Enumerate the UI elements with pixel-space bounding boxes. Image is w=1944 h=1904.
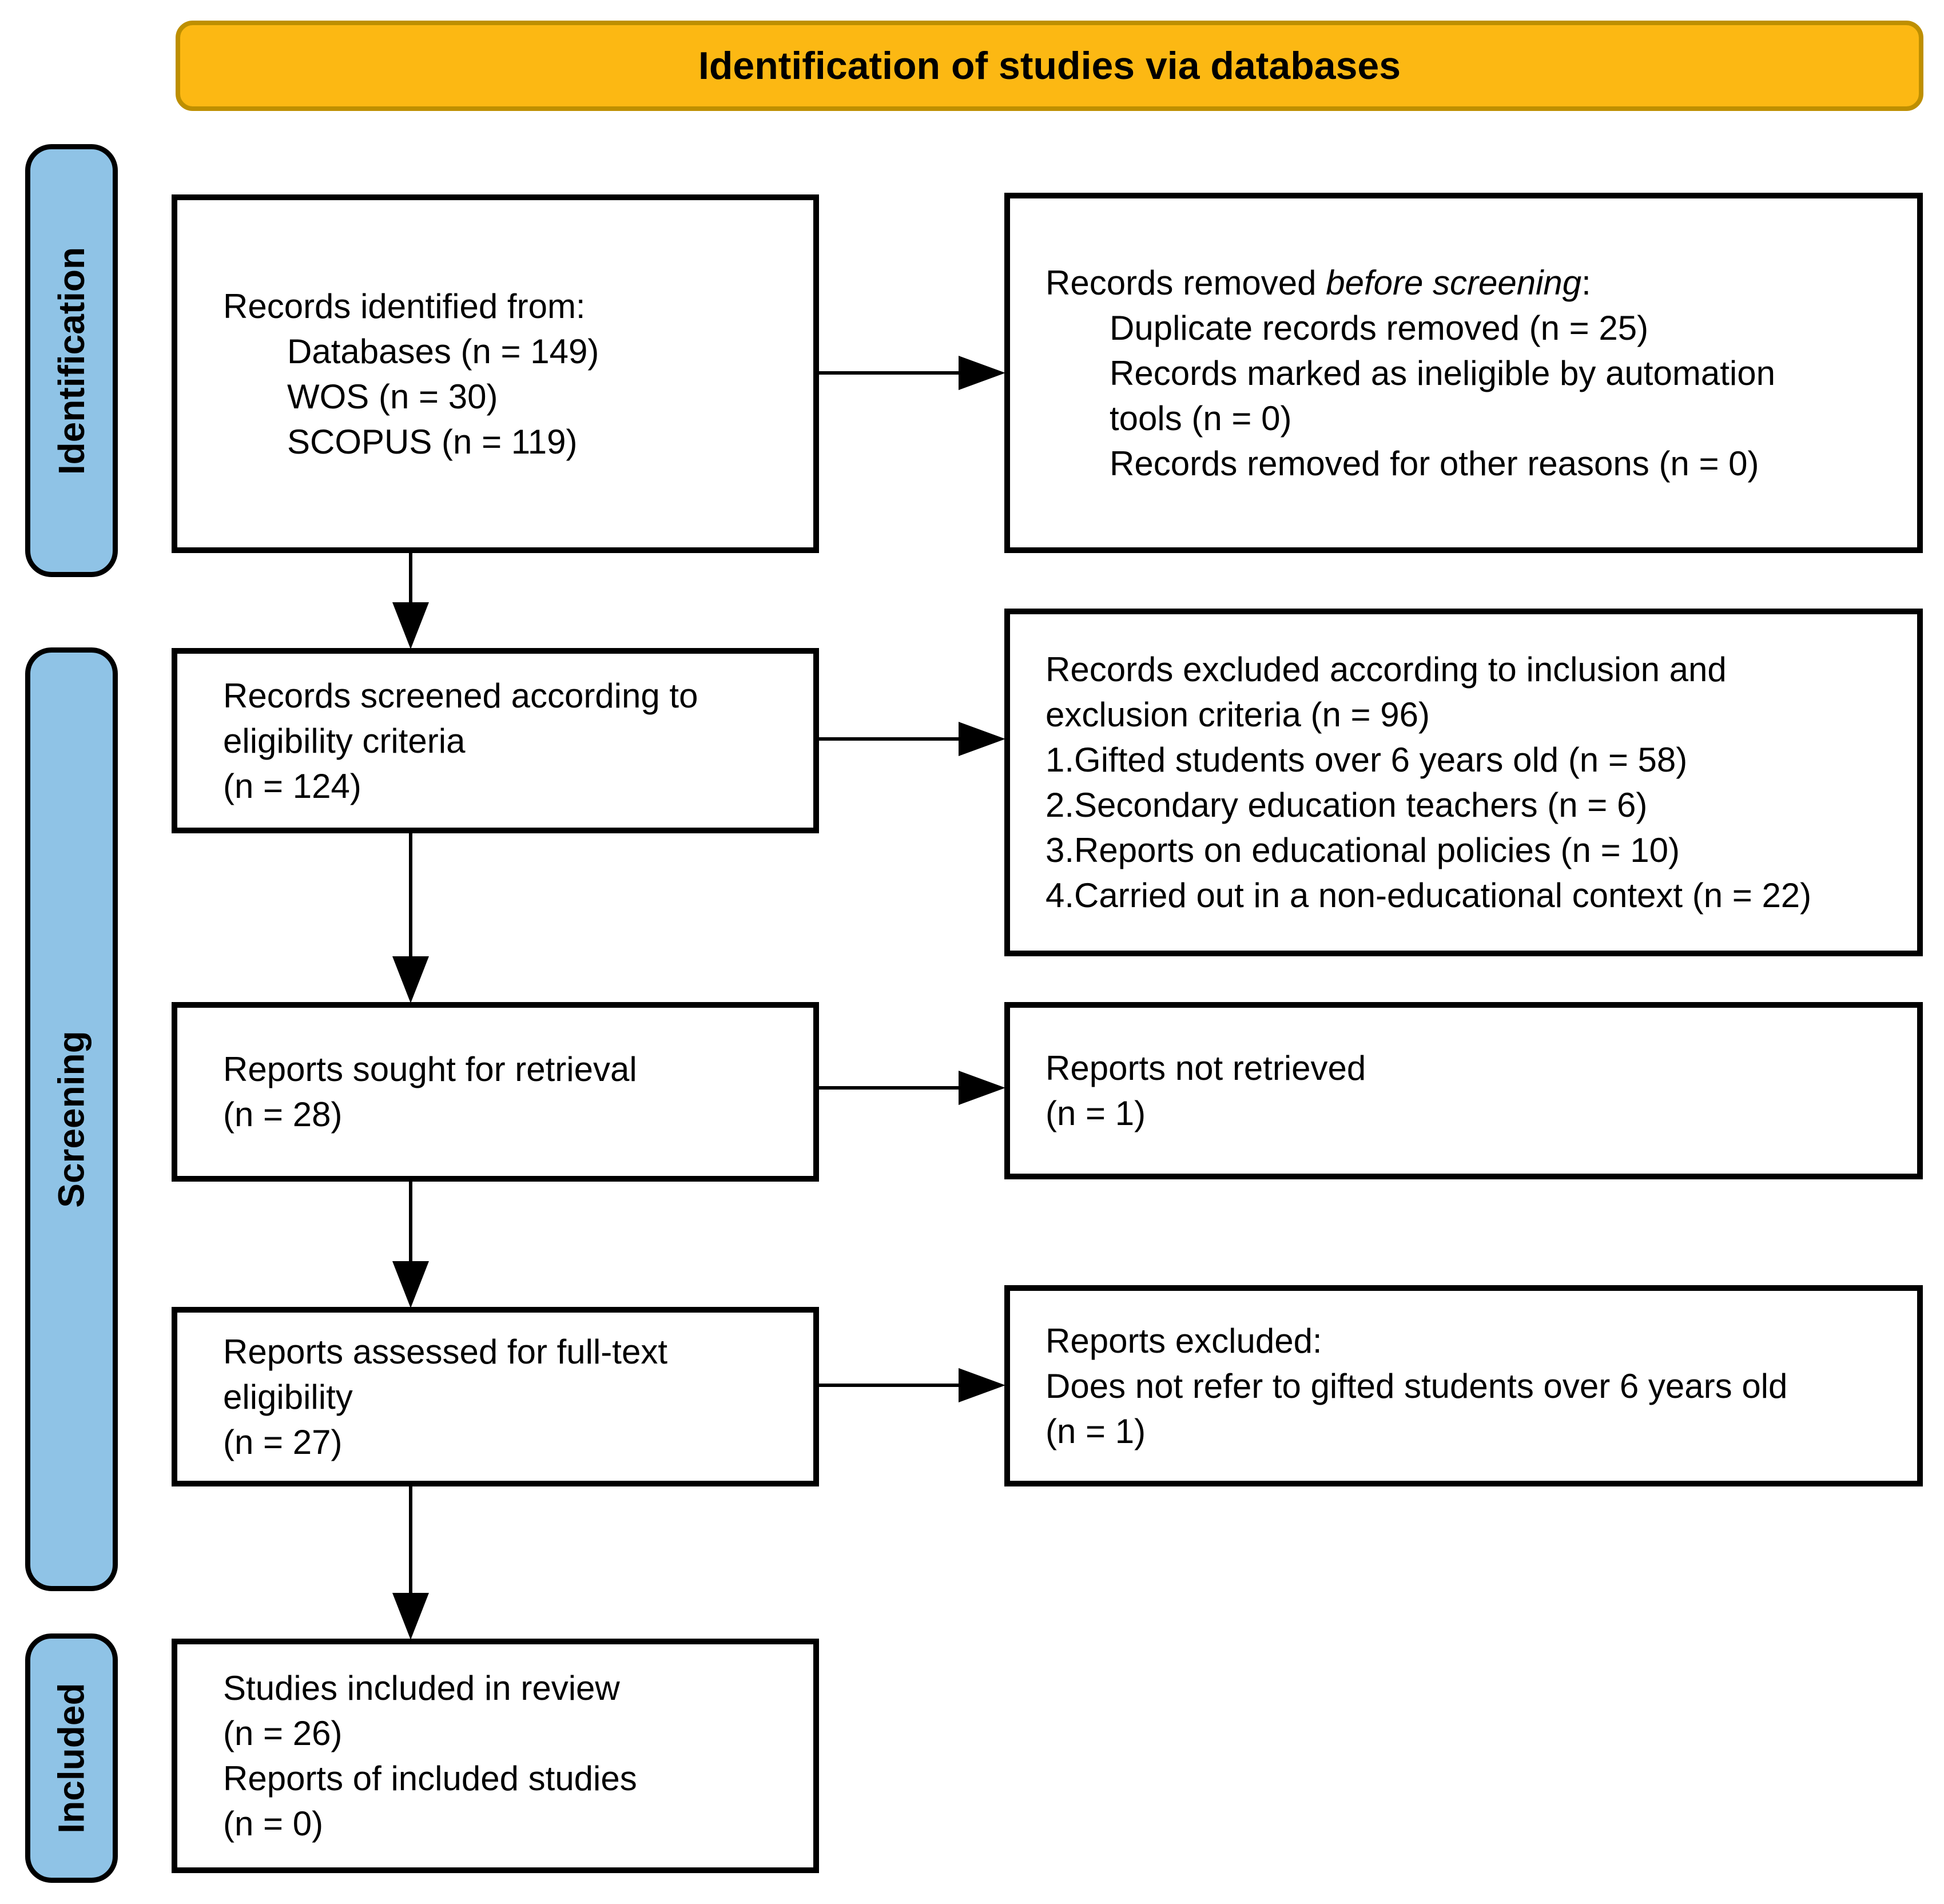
box-line: Reports not retrieved: [1045, 1049, 1366, 1087]
stage-identification-label: Identification: [51, 247, 92, 475]
arrow-assessed-to-excluded: [818, 1368, 1005, 1402]
stage-included-label: Included: [51, 1683, 92, 1834]
arrow-down-icon: [392, 956, 429, 1003]
box-line: 4.Carried out in a non-educational conte…: [1045, 876, 1812, 915]
arrow-down-icon: [392, 1261, 429, 1308]
stage-screening: Screening: [25, 647, 118, 1591]
arrow-shaft: [409, 1485, 412, 1595]
box-line: Records excluded according to inclusion …: [1045, 650, 1727, 689]
box-line: 3.Reports on educational policies (n = 1…: [1045, 831, 1680, 869]
box-line: SCOPUS (n = 119): [287, 422, 578, 461]
arrow-screened-to-excluded: [818, 722, 1005, 756]
box-line: Records identified from:: [223, 287, 586, 325]
arrow-down-icon: [392, 602, 429, 649]
arrow-shaft: [409, 1180, 412, 1263]
arrow-identified-to-screened: [392, 552, 429, 649]
box-line: Databases (n = 149): [287, 332, 599, 371]
arrow-assessed-to-included: [392, 1485, 429, 1640]
box-records-screened: Records screened according to eligibilit…: [172, 648, 819, 833]
box-line: eligibility criteria: [223, 721, 466, 760]
italic-phrase: before screening: [1326, 263, 1582, 302]
arrow-identified-to-removed: [818, 356, 1005, 390]
box-studies-included: Studies included in review (n = 26) Repo…: [172, 1639, 819, 1873]
arrow-shaft: [818, 1384, 961, 1387]
arrow-screened-to-sought: [392, 832, 429, 1003]
box-records-removed: Records removed before screening: Duplic…: [1004, 193, 1923, 553]
stage-screening-label: Screening: [51, 1031, 92, 1208]
box-line: (n = 27): [223, 1422, 343, 1461]
arrow-shaft: [818, 1086, 961, 1090]
box-line: Duplicate records removed (n = 25): [1110, 308, 1649, 347]
arrow-right-icon: [959, 1071, 1005, 1105]
box-line: Reports excluded:: [1045, 1321, 1322, 1360]
arrow-right-icon: [959, 722, 1005, 756]
box-line: Reports sought for retrieval: [223, 1050, 637, 1088]
arrow-right-icon: [959, 1368, 1005, 1402]
title-text: Identification of studies via databases: [698, 44, 1401, 88]
box-line: Reports of included studies: [223, 1759, 637, 1798]
box-line: (n = 26): [223, 1714, 343, 1752]
box-line: (n = 1): [1045, 1412, 1146, 1450]
box-line: (n = 0): [223, 1804, 324, 1843]
arrow-shaft: [409, 552, 412, 606]
box-line: Studies included in review: [223, 1669, 620, 1707]
box-records-excluded: Records excluded according to inclusion …: [1004, 609, 1923, 956]
box-line: Records marked as ineligible by automati…: [1110, 353, 1775, 392]
box-line: Records screened according to: [223, 676, 698, 715]
arrow-shaft: [818, 737, 961, 741]
box-reports-excluded: Reports excluded: Does not refer to gift…: [1004, 1285, 1923, 1486]
box-line: eligibility: [223, 1377, 353, 1416]
arrow-sought-to-assessed: [392, 1180, 429, 1308]
box-line: (n = 124): [223, 766, 361, 805]
box-reports-sought: Reports sought for retrieval (n = 28): [172, 1002, 819, 1182]
title-banner: Identification of studies via databases: [176, 21, 1923, 111]
arrow-shaft: [409, 832, 412, 958]
box-line: tools (n = 0): [1110, 399, 1292, 438]
arrow-shaft: [818, 371, 961, 375]
stage-identification: Identification: [25, 144, 118, 577]
arrow-down-icon: [392, 1593, 429, 1640]
box-line: exclusion criteria (n = 96): [1045, 695, 1430, 734]
box-line: Does not refer to gifted students over 6…: [1045, 1366, 1788, 1405]
stage-included: Included: [25, 1633, 118, 1883]
arrow-right-icon: [959, 356, 1005, 390]
box-line: Reports assessed for full-text: [223, 1332, 667, 1371]
box-line: (n = 28): [223, 1095, 343, 1134]
arrow-sought-to-notretrieved: [818, 1071, 1005, 1105]
box-reports-assessed: Reports assessed for full-text eligibili…: [172, 1307, 819, 1486]
box-line: Records removed for other reasons (n = 0…: [1110, 444, 1759, 483]
box-records-identified: Records identified from: Databases (n = …: [172, 194, 819, 553]
box-line: WOS (n = 30): [287, 377, 498, 416]
box-line: Records removed before screening:: [1045, 263, 1591, 302]
box-line: 2.Secondary education teachers (n = 6): [1045, 786, 1648, 824]
box-line: 1.Gifted students over 6 years old (n = …: [1045, 741, 1688, 779]
box-reports-not-retrieved: Reports not retrieved (n = 1): [1004, 1002, 1923, 1179]
box-line: (n = 1): [1045, 1094, 1146, 1132]
